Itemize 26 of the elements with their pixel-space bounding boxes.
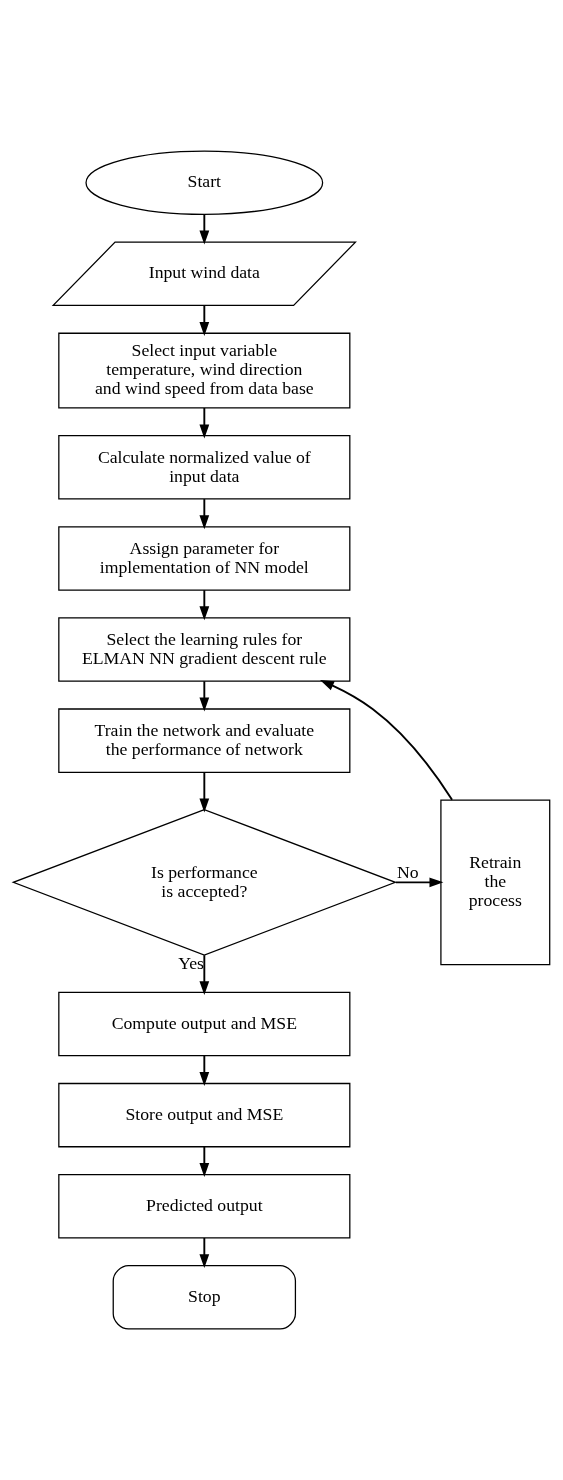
node-box: Compute output and MSE xyxy=(58,991,351,1057)
node-diamond: Is performance is accepted? xyxy=(11,808,398,956)
arrow xyxy=(199,1054,210,1086)
arrow xyxy=(199,498,210,530)
arrow xyxy=(199,1237,210,1269)
node-box: Retrain the process xyxy=(440,799,551,966)
arrow xyxy=(320,680,453,801)
node-box: Train the network and evaluate the performance of network xyxy=(58,708,351,773)
node-box: Predicted output xyxy=(58,1173,351,1239)
node-box: Assign parameter for implementation of NN model xyxy=(58,526,351,591)
node-box: Calculate normalized value of input data xyxy=(58,435,351,500)
node-box: Stop xyxy=(112,1265,297,1330)
edge-label: No xyxy=(396,861,419,882)
node-box: Select the learning rules for ELMAN NN gradient descent rule xyxy=(58,617,351,682)
node-box: Select input variable temperature, wind direction and wind speed from data base xyxy=(58,332,351,409)
arrow xyxy=(199,954,210,996)
arrow xyxy=(199,589,210,621)
arrow xyxy=(199,304,210,336)
node-box: Store output and MSE xyxy=(58,1082,351,1148)
arrow xyxy=(199,680,210,712)
arrow xyxy=(199,407,210,439)
arrow xyxy=(199,213,210,245)
arrow xyxy=(394,877,444,888)
arrow xyxy=(199,1145,210,1177)
arrow xyxy=(199,771,210,813)
node-ellipse: Start xyxy=(85,150,324,215)
